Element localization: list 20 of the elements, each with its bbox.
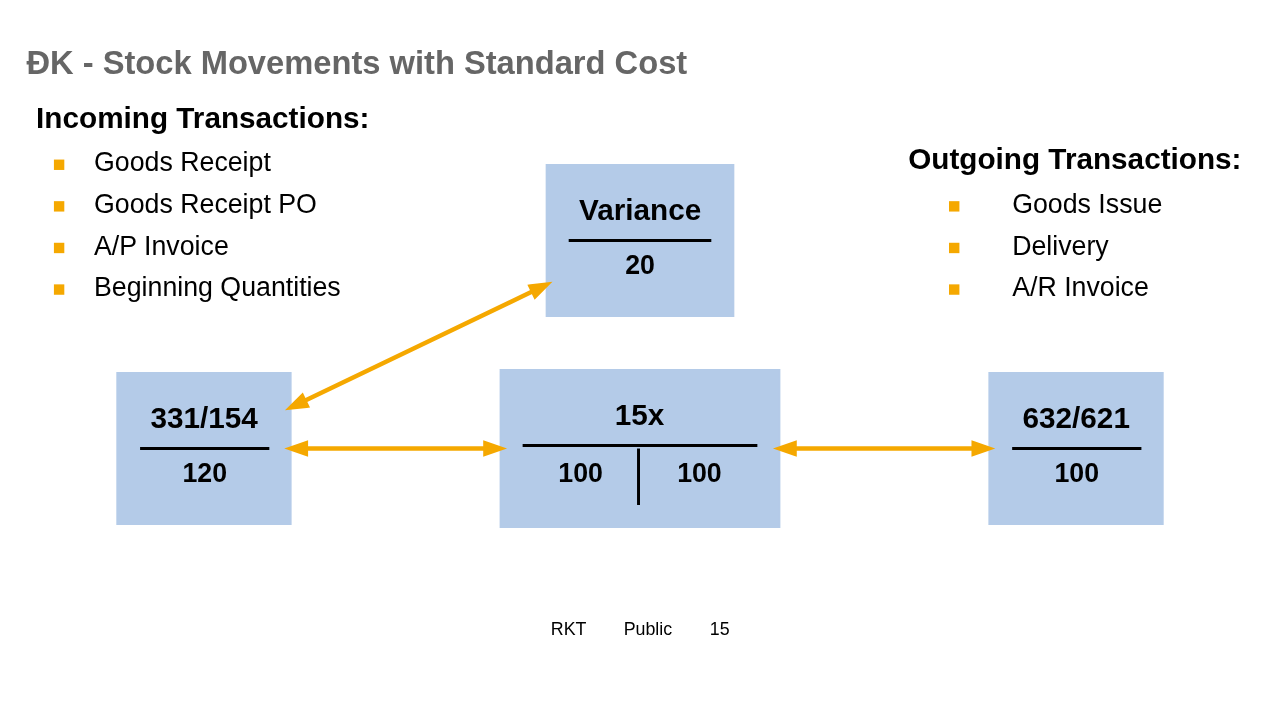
label: Incoming Transactions: [36,100,370,134]
label: Goods Receipt PO [94,188,317,219]
node-box: 331/154 120 [116,371,292,525]
node-box: Variance 20 [545,163,735,317]
arrow [284,281,553,410]
arrow [772,439,996,457]
label: 15 [709,618,730,639]
node-box: 15x 100 100 [499,368,781,528]
node-box: 632/621 100 [988,371,1164,525]
label: Beginning Quantities [94,271,341,302]
label: RKT [550,618,587,639]
arrow [284,439,508,457]
label: Public [623,618,673,639]
diagram-title: ĐK - Stock Movements with Standard Cost [26,43,688,81]
label: Delivery [1012,230,1109,260]
label: Outgoing Transactions: [908,141,1242,175]
label: A/P Invoice [94,230,229,260]
label: Goods Receipt [94,146,271,177]
label: Goods Issue [1012,188,1163,219]
label: A/R Invoice [1012,271,1149,302]
